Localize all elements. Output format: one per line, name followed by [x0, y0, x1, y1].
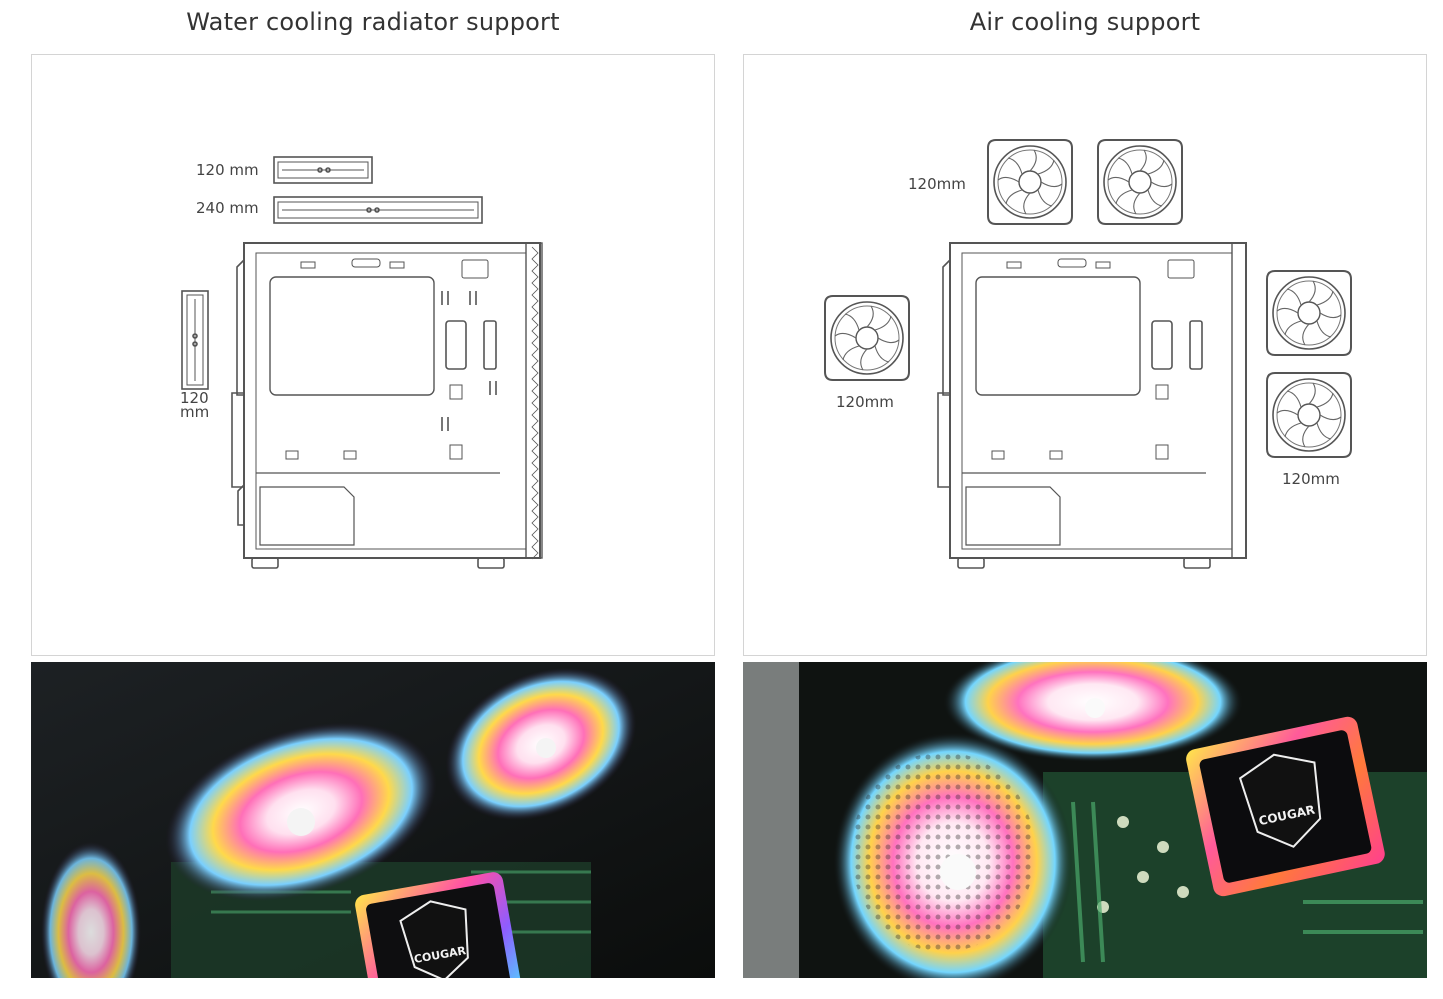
air-cooling-diagram: 120mm 120mm 120mm [743, 54, 1427, 656]
label-120mm-top-fans: 120mm [908, 175, 966, 193]
pump-block-air: COUGAR [1186, 716, 1385, 897]
label-120mm-top: 120 mm [196, 161, 259, 179]
water-cooling-diagram-svg: 120 mm 240 mm 120 mm [180, 156, 543, 569]
pc-case-outline [231, 242, 543, 569]
radiator-120-top [273, 156, 373, 184]
radiator-240-top [273, 196, 483, 224]
label-mm-rear: mm [180, 403, 209, 421]
air-cooling-diagram-svg: 120mm 120mm 120mm [824, 139, 1352, 569]
label-120-rear: 120 [180, 389, 209, 407]
fan-rear [824, 295, 910, 381]
water-cooling-title: Water cooling radiator support [186, 8, 560, 36]
pump-block: COUGAR [355, 872, 523, 978]
label-120mm-rear-fan: 120mm [836, 393, 894, 411]
fan-front-2 [1266, 372, 1352, 458]
air-cooling-photo: COUGAR [743, 662, 1427, 978]
label-240mm-top: 240 mm [196, 199, 259, 217]
fan-top-1 [987, 139, 1073, 225]
water-cooling-diagram: 120 mm 240 mm 120 mm [31, 54, 715, 656]
rgb-fan-bottom-left [41, 842, 141, 978]
fan-top-2 [1097, 139, 1183, 225]
air-cooling-title: Air cooling support [969, 8, 1201, 36]
water-cooling-photo-svg: COUGAR [31, 662, 715, 978]
air-cooling-photo-svg: COUGAR [743, 662, 1427, 978]
fan-front-1 [1266, 270, 1352, 356]
pc-case-outline-air [937, 242, 1247, 569]
water-cooling-photo: COUGAR [31, 662, 715, 978]
radiator-120-rear [181, 290, 209, 390]
label-120mm-front-fans: 120mm [1282, 470, 1340, 488]
